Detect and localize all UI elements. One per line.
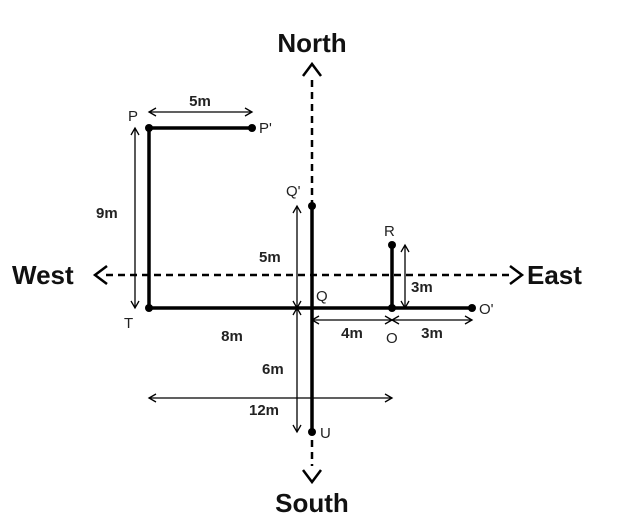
distance-pp-prime-label: 5m <box>189 93 211 110</box>
point-q-prime-label: Q' <box>286 183 301 200</box>
point-r-dot <box>388 241 396 249</box>
distance-12m-label: 12m <box>249 402 279 419</box>
north-arrowhead <box>302 61 322 77</box>
north-label: North <box>277 28 346 58</box>
point-p-prime-dot <box>248 124 256 132</box>
distance-qq-prime-label: 5m <box>259 249 281 266</box>
point-q-prime-dot <box>308 202 316 210</box>
west-label: West <box>12 260 74 290</box>
dim-arrow <box>400 243 410 253</box>
point-u-dot <box>308 428 316 436</box>
point-o-prime-label: O' <box>479 301 494 318</box>
dim-arrow <box>310 315 320 325</box>
point-q-label: Q <box>316 288 328 305</box>
dim-arrow <box>292 424 302 434</box>
dim-arrow <box>464 315 474 325</box>
dim-arrow <box>384 393 394 403</box>
point-markers <box>145 124 476 436</box>
distance-qo-label: 4m <box>341 325 363 342</box>
dim-arrow <box>147 393 157 403</box>
dim-arrow <box>390 315 400 325</box>
south-label: South <box>275 488 349 518</box>
point-p-prime-label: P' <box>259 120 272 137</box>
point-u-label: U <box>320 425 331 442</box>
point-o-dot <box>388 304 396 312</box>
dim-arrow <box>400 300 410 310</box>
point-t-dot <box>145 304 153 312</box>
dim-arrow <box>130 300 140 310</box>
point-o-label: O <box>386 330 398 347</box>
east-label: East <box>527 260 582 290</box>
point-p-label: P <box>128 108 138 125</box>
dim-arrow <box>292 306 302 316</box>
distance-qu-label: 6m <box>262 361 284 378</box>
distance-ro-label: 3m <box>411 279 433 296</box>
point-o-prime-dot <box>468 304 476 312</box>
dim-arrow <box>244 107 254 117</box>
distance-tq-label: 8m <box>221 328 243 345</box>
point-t-label: T <box>124 315 133 332</box>
dim-arrow <box>292 204 302 214</box>
travel-path <box>147 126 472 432</box>
point-r-label: R <box>384 223 395 240</box>
dimension-lines <box>130 107 474 434</box>
south-arrowhead <box>302 469 322 485</box>
dim-arrow <box>130 126 140 136</box>
point-p-dot <box>145 124 153 132</box>
east-arrowhead <box>509 265 525 285</box>
west-arrowhead <box>92 265 108 285</box>
distance-oo-prime-label: 3m <box>421 325 443 342</box>
distance-pt-label: 9m <box>96 205 118 222</box>
dim-arrow <box>147 107 157 117</box>
